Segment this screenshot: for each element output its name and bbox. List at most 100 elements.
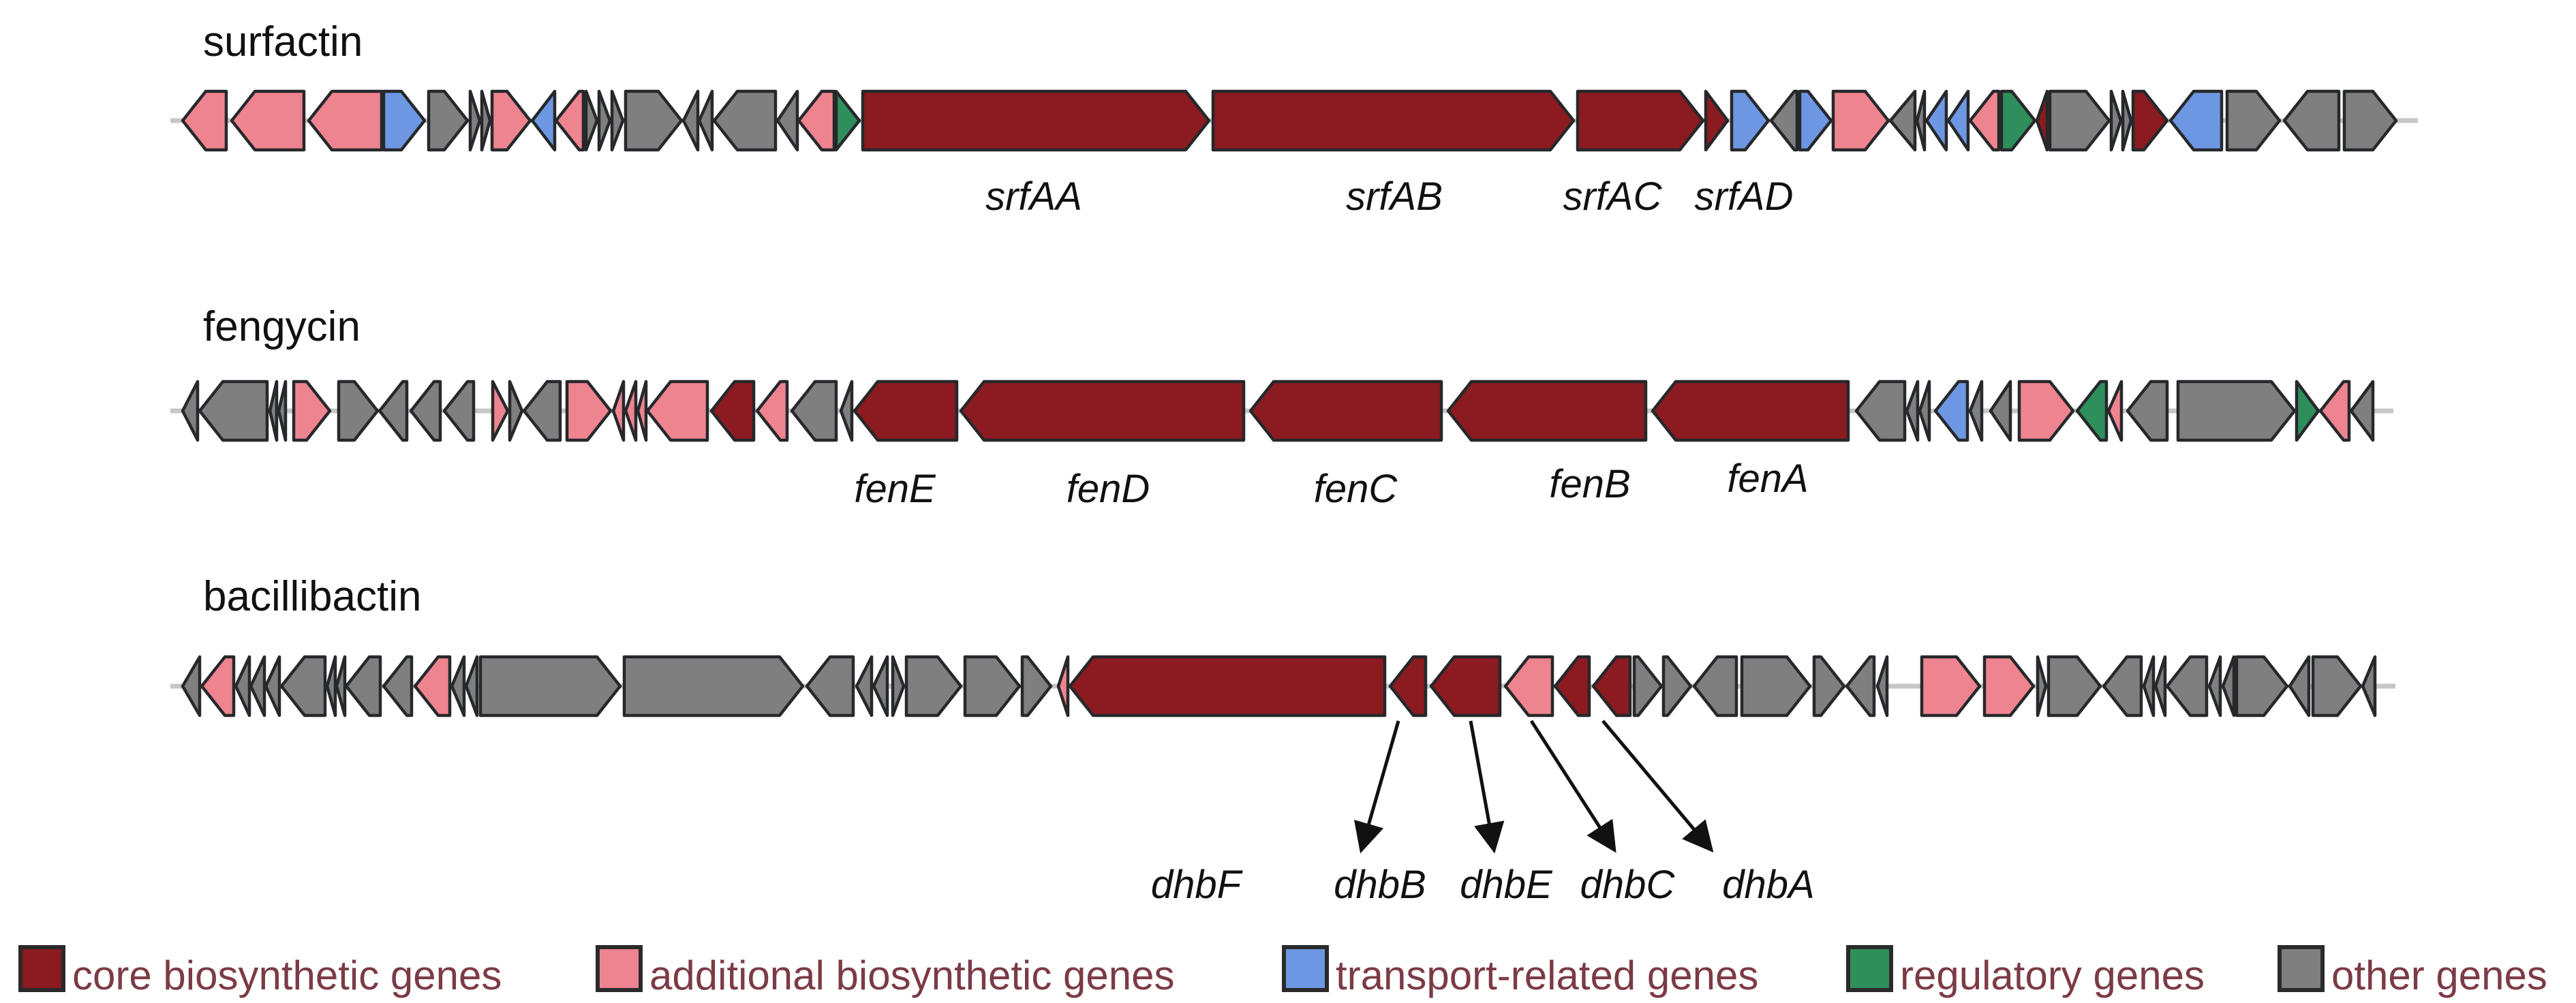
gene-arrow-other: [2109, 89, 2123, 152]
gene-arrow-other: [1918, 380, 1931, 442]
gene-arrow-other: [2225, 89, 2282, 152]
gene-arrow-core: [861, 89, 1211, 152]
gene-arrow-other: [468, 89, 482, 152]
gene-arrow-other: [2121, 89, 2133, 152]
legend-label-transport: transport-related genes: [1336, 953, 1758, 998]
gene-arrow-core: [1446, 380, 1648, 442]
legend-swatch-additional: [596, 945, 643, 992]
gene-label-dhbA: dhbA: [1722, 863, 1814, 907]
gene-arrow-other: [335, 655, 347, 717]
gene-arrow-regulatory: [2295, 380, 2320, 442]
gene-arrow-additional: [230, 89, 306, 152]
gene-arrow-other: [2176, 380, 2297, 442]
gene-arrow-other: [268, 380, 279, 442]
gene-arrow-additional: [636, 380, 648, 442]
callout-arrow: [1529, 720, 1616, 853]
gene-arrow-additional: [645, 380, 709, 442]
gene-arrow-core: [2131, 89, 2169, 152]
legend-swatch-core: [18, 945, 65, 992]
gene-arrow-other: [2207, 655, 2222, 717]
gene-arrow-additional: [755, 380, 789, 442]
gene-arrow-other: [522, 380, 562, 442]
callout-arrow: [1601, 720, 1714, 853]
gene-arrow-other: [610, 89, 625, 152]
cluster-title-surfactin: surfactin: [203, 18, 363, 65]
gene-arrow-other: [1740, 655, 1812, 717]
gene-arrow-other: [464, 655, 479, 717]
gene-arrow-additional: [554, 89, 585, 152]
gene-arrow-other: [1812, 655, 1846, 717]
gene-arrow-other: [2142, 655, 2156, 717]
gene-arrow-other: [2165, 655, 2209, 717]
gene-arrow-core: [709, 380, 756, 442]
gene-arrow-other: [790, 380, 838, 442]
gene-arrow-core: [1553, 655, 1591, 717]
gene-arrow-other: [597, 89, 612, 152]
gene-arrow-regulatory: [1999, 89, 2037, 152]
gene-arrow-additional: [1831, 89, 1890, 152]
gene-arrow-core: [1651, 380, 1850, 442]
gene-arrow-transport: [1925, 89, 1948, 152]
gene-label-fenC: fenC: [1314, 467, 1398, 511]
gene-arrow-other: [181, 380, 200, 442]
callout-arrow: [1353, 720, 1400, 854]
gene-arrow-other: [2361, 655, 2377, 717]
gene-arrow-additional: [2106, 380, 2123, 442]
gene-arrow-other: [584, 89, 599, 152]
gene-arrow-other: [2282, 89, 2341, 152]
gene-arrow-other: [337, 380, 380, 442]
gene-arrow-additional: [181, 89, 228, 152]
legend-swatch-other: [2278, 945, 2325, 992]
gene-arrow-other: [249, 655, 266, 717]
gene-arrow-additional: [624, 380, 638, 442]
legend-item-regulatory: regulatory genes: [1846, 945, 2205, 998]
gene-arrow-additional: [565, 380, 613, 442]
gene-arrow-other: [1632, 655, 1663, 717]
gene-arrow-other: [2048, 89, 2111, 152]
gene-arrow-other: [325, 655, 337, 717]
gene-arrow-other: [2342, 89, 2398, 152]
gene-arrow-additional: [797, 89, 836, 152]
gene-arrow-other: [181, 655, 202, 717]
cluster-title-fengycin: fengycin: [203, 303, 361, 350]
gene-arrow-transport: [1730, 89, 1770, 152]
gene-label-dhbC: dhbC: [1580, 863, 1676, 907]
gene-arrow-other: [2221, 655, 2236, 717]
gene-arrow-regulatory: [834, 89, 861, 152]
gene-arrow-core: [853, 380, 959, 442]
gene-arrow-additional: [1503, 655, 1554, 717]
gene-arrow-other: [805, 655, 855, 717]
gene-arrow-other: [776, 89, 799, 152]
gene-arrow-other: [2288, 655, 2311, 717]
gene-arrow-additional: [491, 380, 510, 442]
gene-arrow-other: [234, 655, 251, 717]
gene-arrow-other: [427, 89, 470, 152]
gene-arrow-other: [480, 89, 492, 152]
gene-arrow-other: [344, 655, 382, 717]
gene-arrow-other: [409, 380, 442, 442]
legend-label-additional: additional biosynthetic genes: [649, 953, 1175, 998]
gene-arrow-other: [1845, 655, 1876, 717]
legend-label-other: other genes: [2331, 953, 2547, 998]
gene-arrow-core: [1704, 89, 1730, 152]
gene-arrow-other: [1769, 89, 1799, 152]
gene-arrow-other: [855, 655, 874, 717]
legend-item-transport: transport-related genes: [1282, 945, 1758, 998]
gene-arrow-other: [2349, 380, 2375, 442]
gene-arrow-other: [697, 89, 714, 152]
gene-label-srfAA: srfAA: [985, 174, 1082, 219]
gene-label-srfAB: srfAB: [1346, 174, 1443, 219]
gene-arrow-other: [904, 655, 963, 717]
gene-arrow-additional: [1056, 655, 1070, 717]
gene-arrow-other: [681, 89, 700, 152]
gene-label-dhbF: dhbF: [1151, 863, 1244, 907]
gene-arrow-other: [2153, 655, 2167, 717]
gene-arrow-other: [1692, 655, 1738, 717]
gene-arrow-other: [712, 89, 778, 152]
gene-arrow-additional: [200, 655, 236, 717]
gene-arrow-core: [2035, 89, 2049, 152]
gene-arrow-other: [382, 655, 414, 717]
